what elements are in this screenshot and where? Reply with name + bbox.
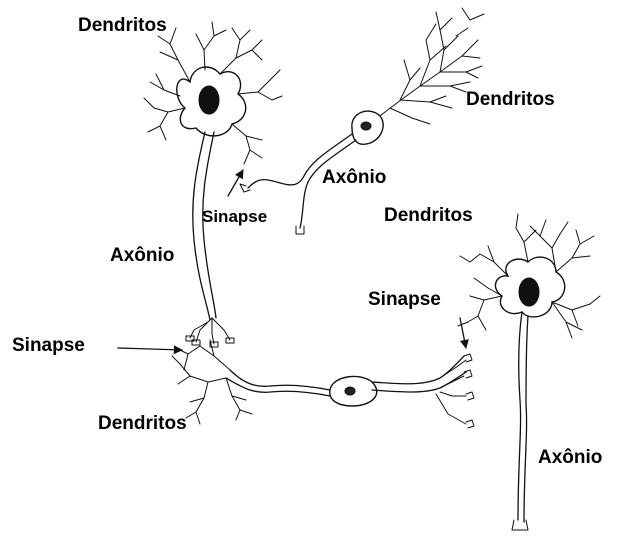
label-dendritos-right: Dendritos [384,206,473,225]
label-axonio-right: Axônio [538,448,602,467]
nucleus-top-left [199,86,219,114]
arrow-sinapse-right [460,318,466,348]
axon-right [518,312,522,520]
nucleus-bottom [345,387,355,395]
label-dendritos-top-left: Dendritos [78,16,167,35]
label-axonio-middle: Axônio [322,168,386,187]
label-axonio-left: Axônio [110,246,174,265]
label-sinapse-right: Sinapse [368,290,441,309]
axon-top-left [193,132,210,320]
label-dendritos-bottom: Dendritos [98,414,187,433]
neuron-top-left [144,22,282,347]
label-dendritos-top-right: Dendritos [466,90,555,109]
axon-terminals-top-left [186,318,234,347]
nucleus-right [519,278,539,306]
neuron-right [458,214,600,530]
arrow-sinapse-left [118,348,182,350]
neuron-bottom [172,340,474,428]
neuron-top-right [240,8,484,234]
axon-bottom [230,370,330,390]
label-sinapse-middle: Sinapse [202,208,267,225]
dendrites-bottom [172,340,252,424]
arrow-sinapse-middle [228,170,243,196]
nucleus-top-right [361,122,371,130]
label-sinapse-left: Sinapse [12,336,85,355]
